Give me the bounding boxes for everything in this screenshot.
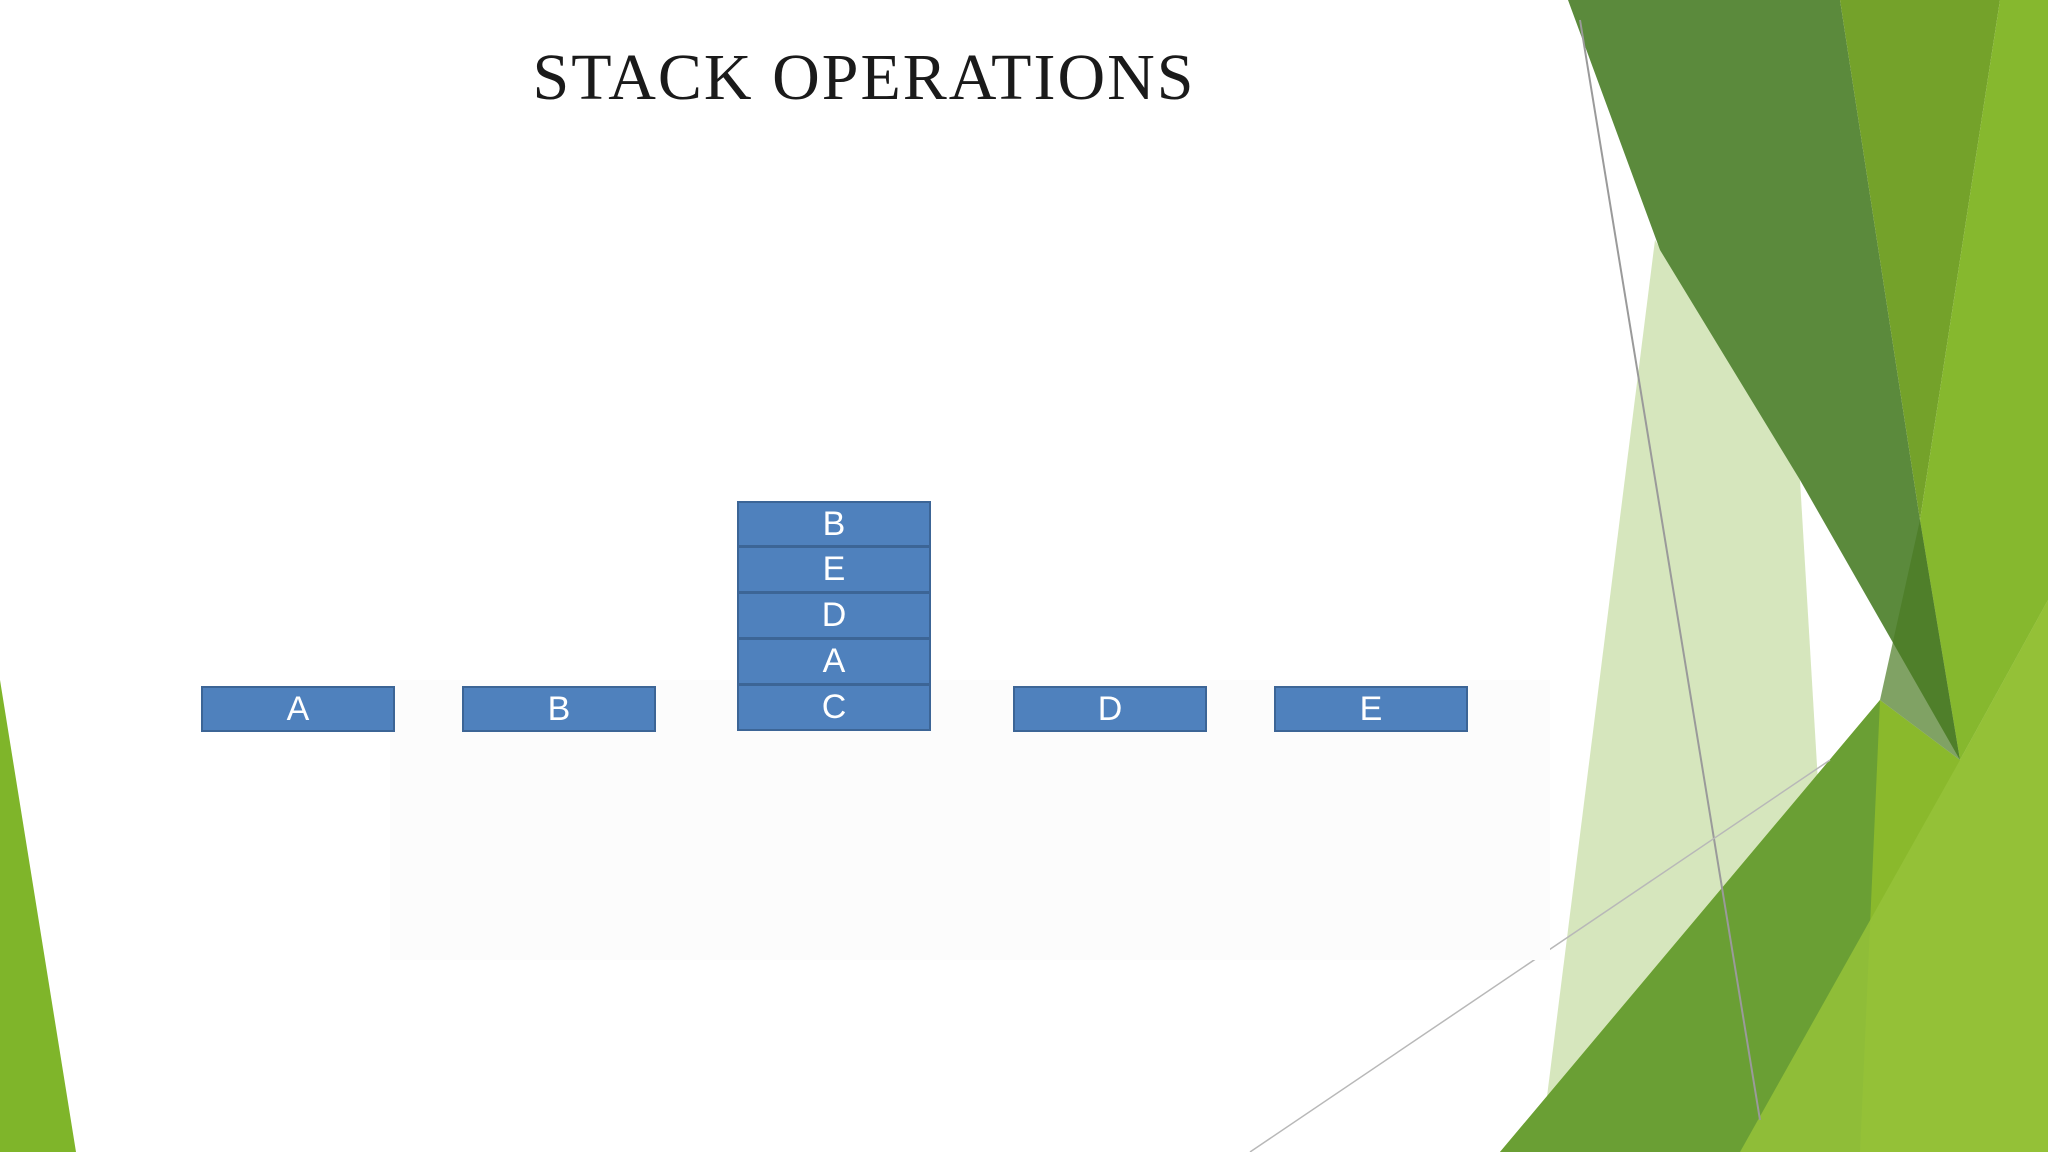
item-box-a: A <box>201 686 395 732</box>
stack-cell-bottom: C <box>737 685 931 731</box>
slide-title: STACK OPERATIONS <box>532 41 1196 114</box>
stack-cell: A <box>737 639 931 685</box>
stack-cell: D <box>737 593 931 639</box>
stack-column: B E D A C <box>737 501 931 731</box>
item-box-d: D <box>1013 686 1207 732</box>
stack-cell: E <box>737 547 931 593</box>
item-box-b: B <box>462 686 656 732</box>
stack-cell-top: B <box>737 501 931 547</box>
item-box-e: E <box>1274 686 1468 732</box>
